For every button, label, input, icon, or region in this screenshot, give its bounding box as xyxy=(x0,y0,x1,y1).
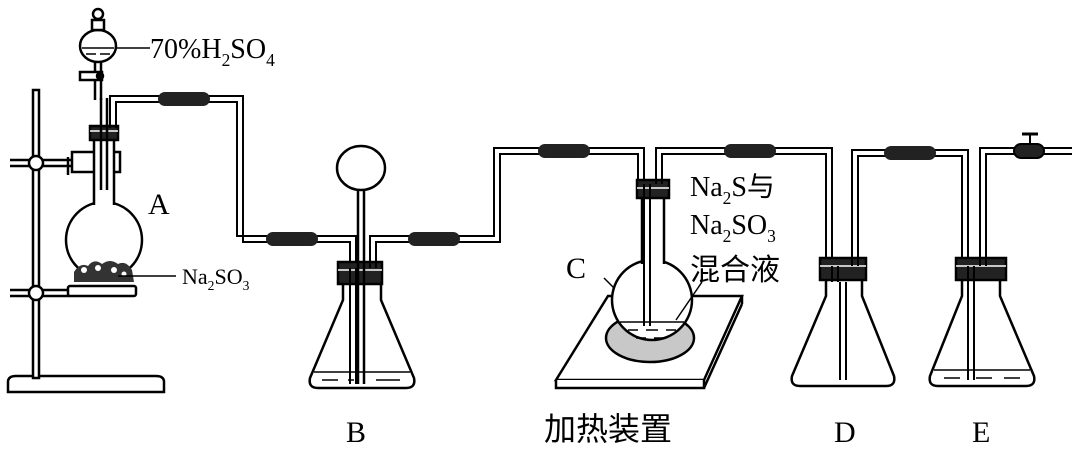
bottle-e xyxy=(928,256,1036,388)
mixture-label-line1: Na2S与 xyxy=(690,172,775,208)
flask-a xyxy=(64,98,144,280)
heater-label: 加热装置 xyxy=(544,411,672,447)
bottle-d-label: D xyxy=(834,416,856,449)
bottle-b-label: B xyxy=(346,416,366,449)
flask-c-label: C xyxy=(566,252,586,285)
liquid-c xyxy=(620,321,684,339)
liquid-e xyxy=(934,369,1030,379)
flask-c xyxy=(610,178,694,342)
bottle-d xyxy=(790,256,896,388)
rubber-connector xyxy=(158,92,318,246)
na2so3-label: Na2SO3 xyxy=(182,264,250,293)
separatory-funnel xyxy=(78,7,118,100)
bottle-e-label: E xyxy=(972,416,990,449)
tube-b-inner xyxy=(349,147,645,384)
rubber-connector xyxy=(408,144,590,246)
stopcock-e xyxy=(1013,132,1045,159)
mixture-label-line2: Na2SO3 xyxy=(690,210,776,246)
mixture-label-line3: 混合液 xyxy=(690,254,780,287)
pointer-line xyxy=(603,277,615,289)
rubber-connector xyxy=(724,144,776,158)
flask-a-label: A xyxy=(148,188,170,221)
pointer-line xyxy=(675,281,703,321)
acid-label: 70%H2SO4 xyxy=(150,34,275,70)
bottle-b xyxy=(308,144,416,390)
tube-a-b xyxy=(109,95,357,268)
rubber-connector xyxy=(884,146,936,160)
